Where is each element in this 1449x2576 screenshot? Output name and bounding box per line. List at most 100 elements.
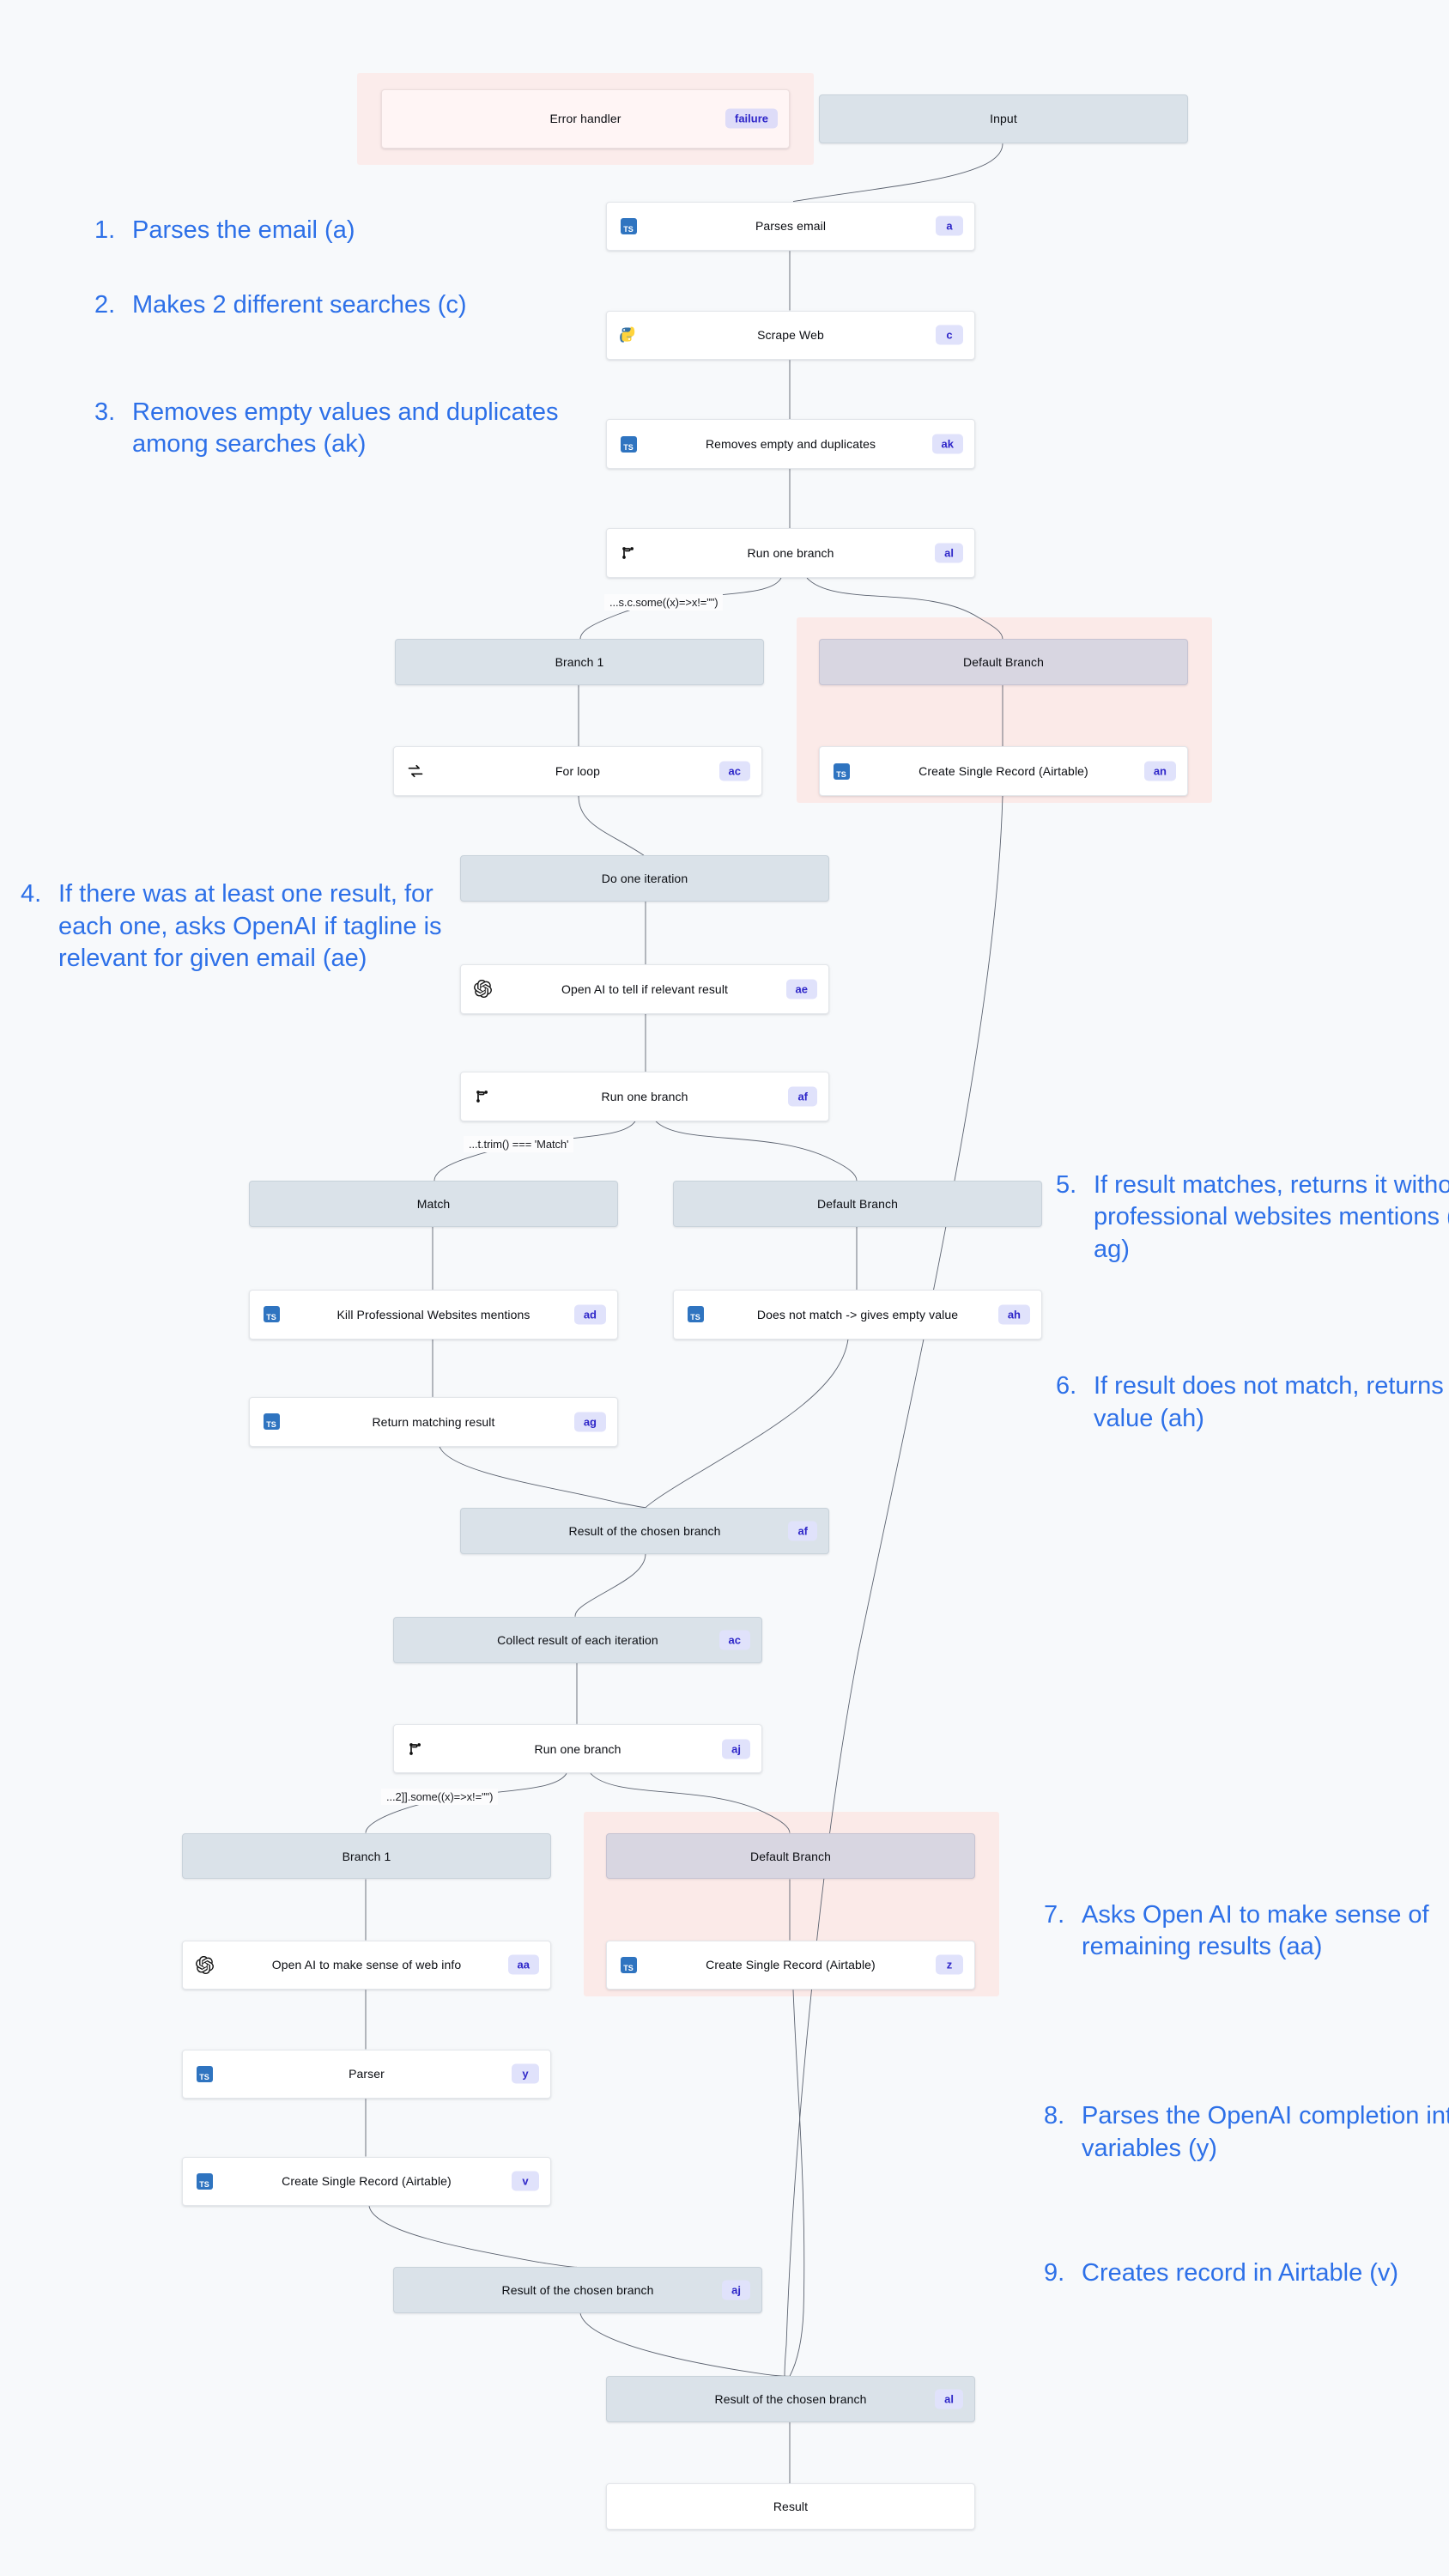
typescript-icon: TS xyxy=(195,2064,214,2083)
node-label: Does not match -> gives empty value xyxy=(756,1307,959,1321)
node-create-record-an[interactable]: TS Create Single Record (Airtable) an xyxy=(819,746,1188,796)
node-label: Create Single Record (Airtable) xyxy=(282,2174,452,2189)
edge-doesnot-resultaf xyxy=(646,1340,848,1508)
node-tag: af xyxy=(788,1521,817,1541)
annotation-text: If result does not match, returns empty … xyxy=(1094,1372,1449,1432)
typescript-icon: TS xyxy=(619,216,638,235)
annotation-step-3: 3. Removes empty values and duplicates am… xyxy=(94,397,609,461)
node-branch-1-top[interactable]: Branch 1 xyxy=(395,639,764,686)
node-tag: failure xyxy=(724,108,778,129)
typescript-icon: TS xyxy=(832,762,851,781)
annotation-step-1: 1.Parses the email (a) xyxy=(94,215,661,247)
node-label: Scrape Web xyxy=(757,328,824,343)
node-label: Parser xyxy=(349,2067,385,2081)
node-label: Default Branch xyxy=(816,1196,898,1211)
node-match-branch[interactable]: Match xyxy=(249,1181,618,1227)
node-label: Open AI to make sense of web info xyxy=(271,1958,462,1972)
annotation-text: Removes empty values and duplicates amon… xyxy=(132,398,559,459)
node-label: Result of the chosen branch xyxy=(501,2283,654,2298)
edge-condition-cond-aj: ...2]].some((x)=>x!="") xyxy=(381,1788,499,1805)
node-label: Match xyxy=(416,1196,451,1211)
loop-icon xyxy=(406,762,425,781)
node-tag: al xyxy=(935,543,963,563)
edge-condition-cond-af: ...t.trim() === 'Match' xyxy=(464,1136,574,1153)
node-result-chosen-aj[interactable]: Result of the chosen branch aj xyxy=(393,2267,762,2314)
node-label: Default Branch xyxy=(962,655,1044,670)
node-label: Run one branch xyxy=(747,546,834,561)
node-tag: a xyxy=(936,216,963,236)
openai-icon xyxy=(195,1955,214,1974)
node-run-one-branch-al[interactable]: Run one branch al xyxy=(606,528,975,579)
node-parser[interactable]: TS Parser y xyxy=(182,2049,551,2099)
branch-icon xyxy=(406,1740,425,1759)
node-label: Default Branch xyxy=(749,1849,831,1863)
edge-resultaf-collect xyxy=(575,1554,646,1617)
node-tag: z xyxy=(936,1954,963,1975)
node-do-one-iteration[interactable]: Do one iteration xyxy=(460,855,829,902)
node-label: Parses email xyxy=(755,219,827,234)
node-tag: an xyxy=(1143,761,1176,781)
node-openai-web-info[interactable]: Open AI to make sense of web info aa xyxy=(182,1940,551,1990)
annotation-text: If result matches, returns it without pr… xyxy=(1094,1170,1449,1263)
annotation-number: 8. xyxy=(1044,2102,1065,2130)
annotation-step-4: 4. If there was at least one result, for … xyxy=(21,878,458,975)
edge-resultaj-resultal xyxy=(580,2313,790,2376)
node-label: Input xyxy=(990,112,1017,126)
branch-icon xyxy=(619,544,638,562)
node-label: Create Single Record (Airtable) xyxy=(919,764,1088,779)
node-parses-email[interactable]: TS Parses email a xyxy=(606,201,975,252)
typescript-icon: TS xyxy=(686,1305,705,1324)
node-input[interactable]: Input xyxy=(819,94,1188,144)
annotation-text: Parses the OpenAI completion into variab… xyxy=(1082,2102,1449,2162)
node-tag: aj xyxy=(722,2280,750,2300)
node-default-branch-top[interactable]: Default Branch xyxy=(819,639,1188,686)
annotation-text: Asks Open AI to make sense of remaining … xyxy=(1082,1900,1429,1961)
node-label: Branch 1 xyxy=(555,655,604,670)
annotation-text: If there was at least one result, for ea… xyxy=(58,880,442,973)
edge-input-parses xyxy=(793,143,1003,201)
node-tag: af xyxy=(788,1086,817,1107)
node-default-branch-bot[interactable]: Default Branch xyxy=(606,1832,975,1880)
node-tag: ah xyxy=(997,1304,1030,1325)
annotation-number: 3. xyxy=(94,398,116,426)
node-label: Collect result of each iteration xyxy=(497,1632,658,1647)
annotation-step-2: 2.Makes 2 different searches (c) xyxy=(94,289,524,322)
openai-icon xyxy=(473,980,492,999)
annotation-step-7: 7.Asks Open AI to make sense of remainin… xyxy=(1044,1899,1449,1964)
node-label: Result xyxy=(773,2500,809,2514)
edge-forloop-doone xyxy=(579,796,644,855)
edge-createv-resultaj xyxy=(369,2206,577,2267)
node-label: Branch 1 xyxy=(342,1849,391,1863)
node-label: Open AI to tell if relevant result xyxy=(561,981,729,996)
node-label: Run one branch xyxy=(534,1741,621,1756)
branch-icon xyxy=(473,1087,492,1106)
annotation-text: Creates record in Airtable (v) xyxy=(1082,2258,1399,2287)
node-does-not-match[interactable]: TS Does not match -> gives empty value ah xyxy=(673,1289,1042,1340)
typescript-icon: TS xyxy=(262,1413,281,1431)
node-tag: aa xyxy=(507,1954,539,1975)
annotation-number: 4. xyxy=(21,880,42,908)
node-branch-1-bottom[interactable]: Branch 1 xyxy=(182,1832,551,1880)
annotation-step-6: 6.If result does not match, returns empt… xyxy=(1056,1370,1449,1435)
node-tag: y xyxy=(512,2063,539,2084)
annotation-number: 1. xyxy=(94,216,116,244)
edge-condition-cond-al: ...s.c.some((x)=>x!="") xyxy=(604,594,724,611)
annotation-text: Makes 2 different searches (c) xyxy=(132,290,467,319)
node-result[interactable]: Result xyxy=(606,2483,975,2530)
node-default-branch-mid[interactable]: Default Branch xyxy=(673,1181,1042,1227)
node-label: Kill Professional Websites mentions xyxy=(336,1307,530,1321)
